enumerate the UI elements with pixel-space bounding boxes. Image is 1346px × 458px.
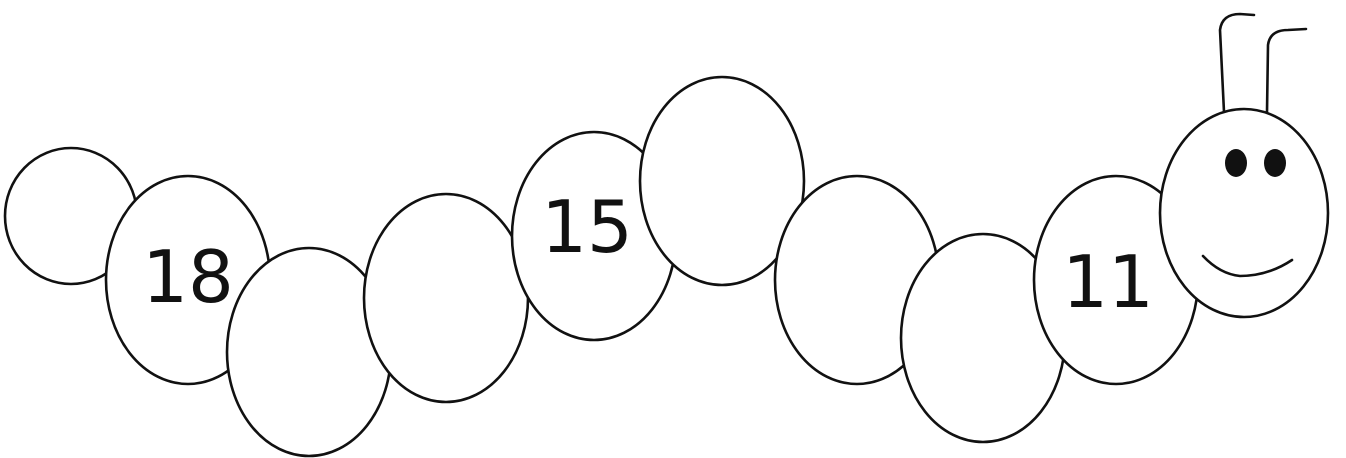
segment-4 (364, 194, 528, 402)
left-antenna (1220, 14, 1254, 112)
right-eye (1264, 149, 1286, 177)
right-antenna (1267, 29, 1306, 112)
segment-9-label: 11 (1062, 240, 1154, 324)
caterpillar-head (1160, 14, 1328, 317)
left-eye (1225, 149, 1247, 177)
segment-5-label: 15 (541, 185, 633, 269)
segment-2-label: 18 (142, 235, 234, 319)
